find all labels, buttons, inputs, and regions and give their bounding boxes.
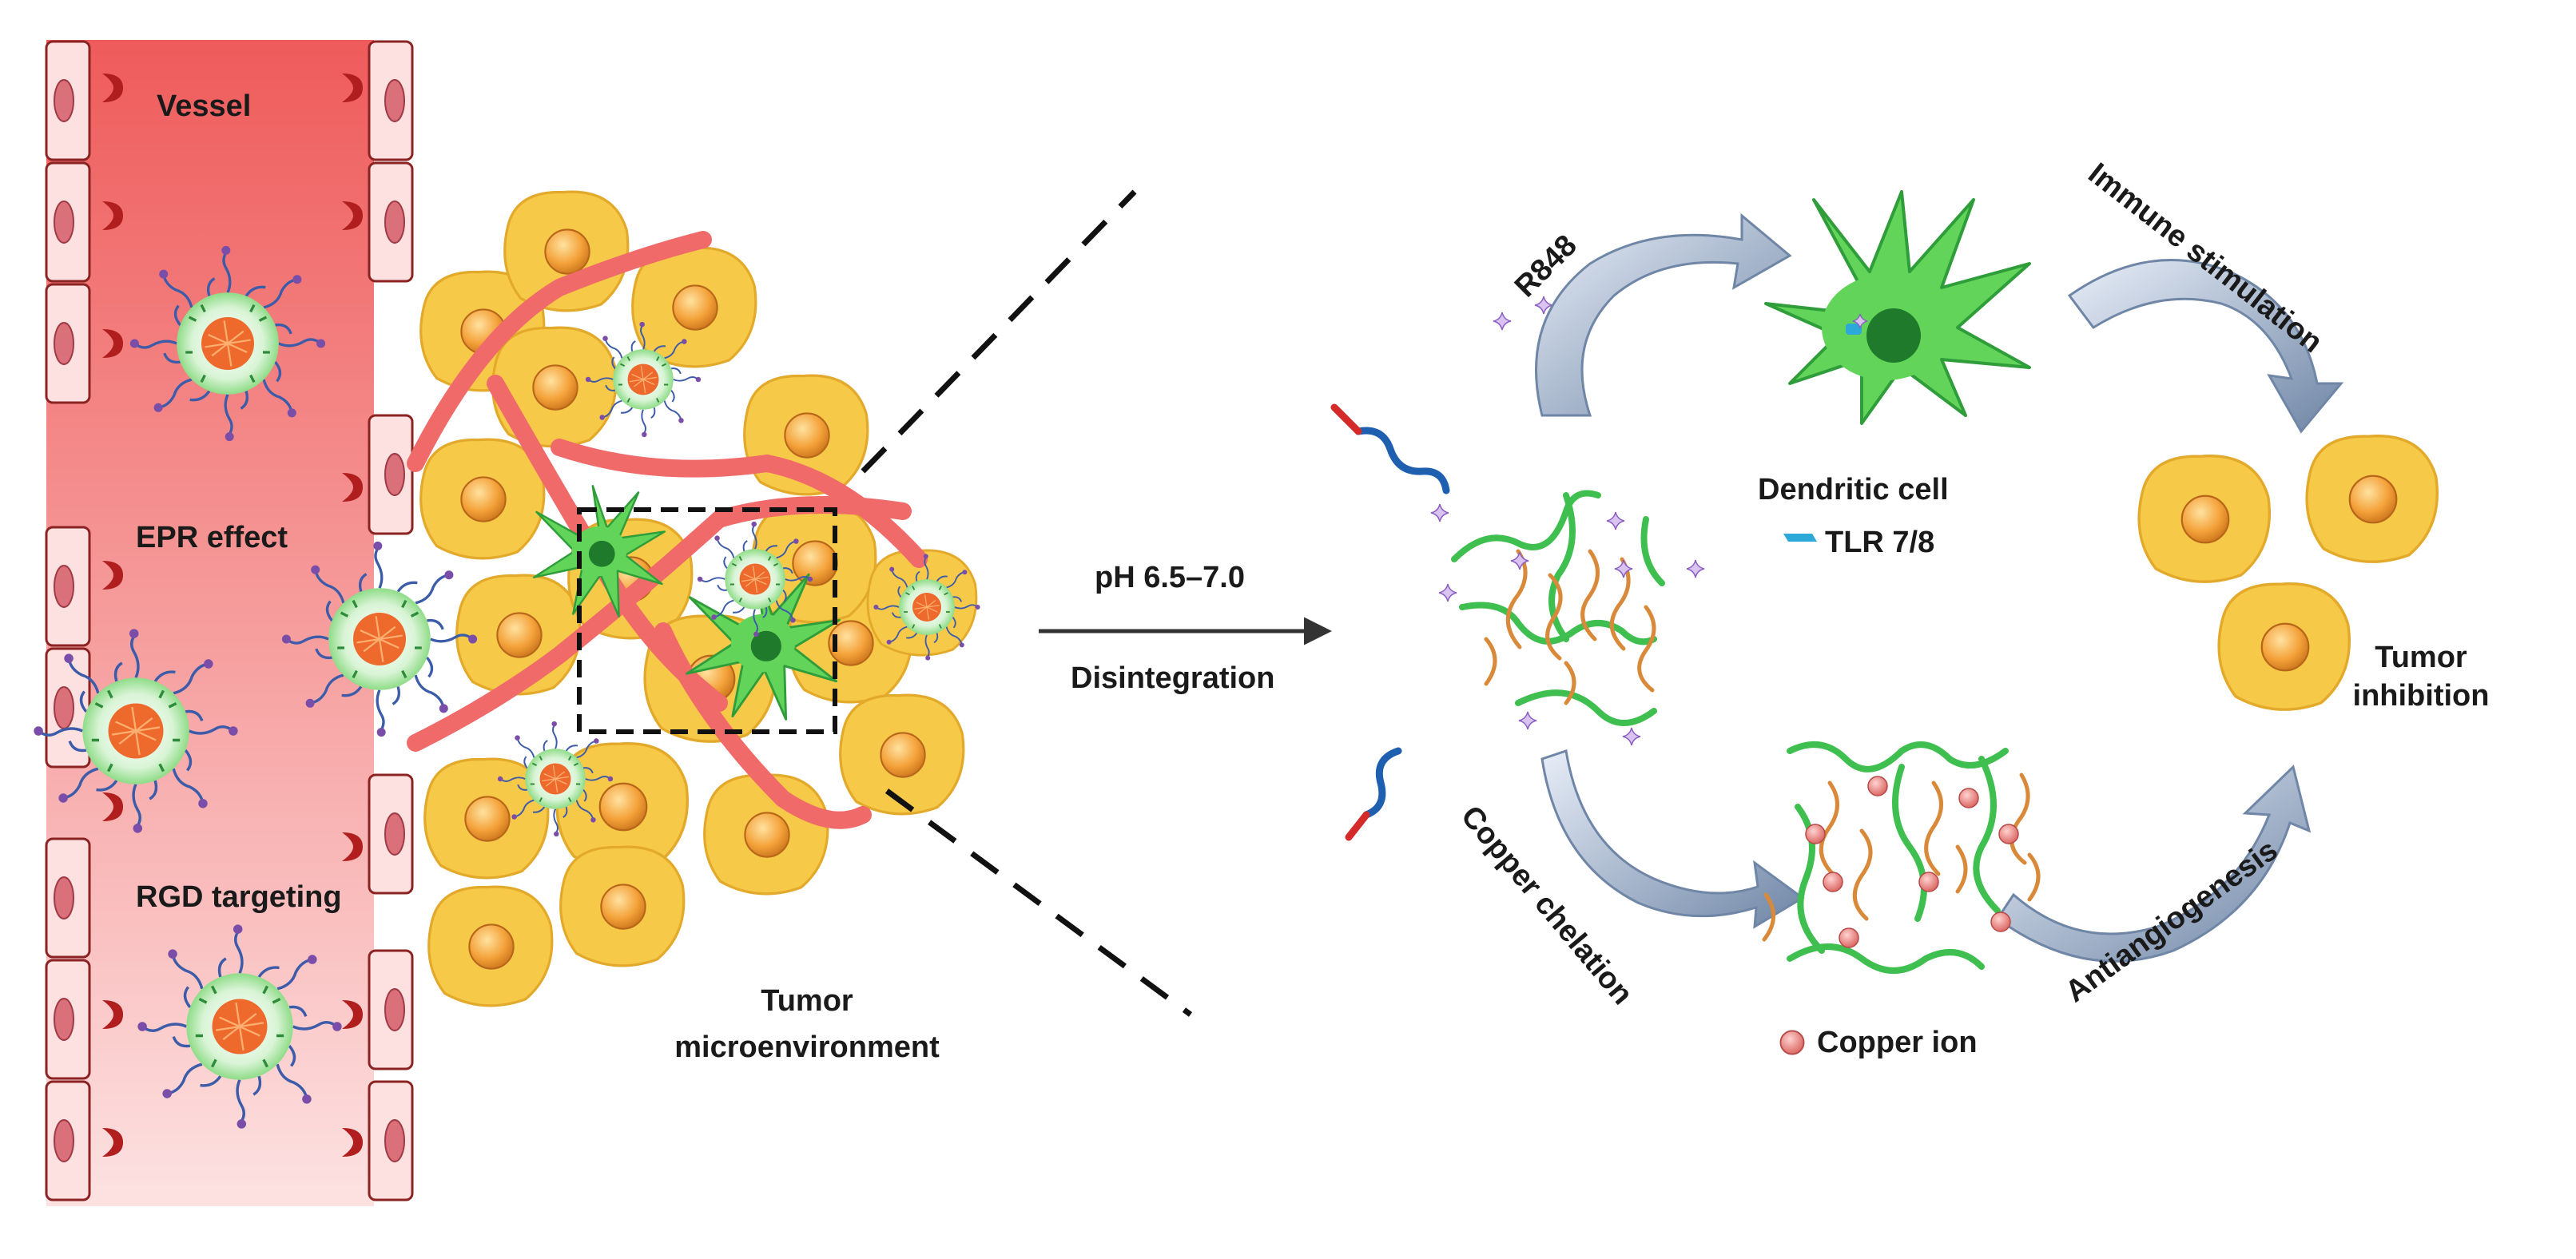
label-copper-ion: Copper ion [1817,1026,1978,1059]
label-rgd-targeting: RGD targeting [136,880,342,914]
copper-ion-icon [1779,1030,1805,1055]
vessel-wall-left [45,40,91,1201]
label-ph: pH 6.5–7.0 [1095,561,1245,594]
tumor-cell-icon [419,190,978,1007]
tlr-icon [1846,313,1868,335]
polymer-network-r848 [1430,296,1705,746]
dendritic-cell-icon [1764,190,2031,425]
label-disintegration: Disintegration [1071,661,1275,695]
peptide-icon [1330,403,1450,841]
polymer-network-copper [1762,741,2041,974]
label-tumor-inhibition-line1: Tumor [2375,641,2467,674]
tumor-microenvironment [407,190,981,1007]
tumor-vasculature [407,231,928,829]
label-tumor-microenvironment-line1: Tumor [761,984,853,1018]
label-epr-effect: EPR effect [136,521,288,554]
label-tumor-inhibition-line2: inhibition [2352,678,2490,713]
label-vessel: Vessel [157,89,252,123]
label-tumor-microenvironment: Tumor microenvironment [647,983,967,1066]
tlr-icon [1783,534,1817,542]
cycle-arrows [1535,212,2344,963]
label-tumor-microenvironment-line2: microenvironment [674,1030,940,1064]
zoom-lines [861,189,1193,1017]
label-dendritic-cell: Dendritic cell [1758,473,1949,506]
label-tlr: TLR 7/8 [1825,526,1935,559]
zoom-box [577,507,837,734]
r848-icon [1493,312,1512,331]
label-tumor-inhibition: Tumor inhibition [2317,639,2525,715]
